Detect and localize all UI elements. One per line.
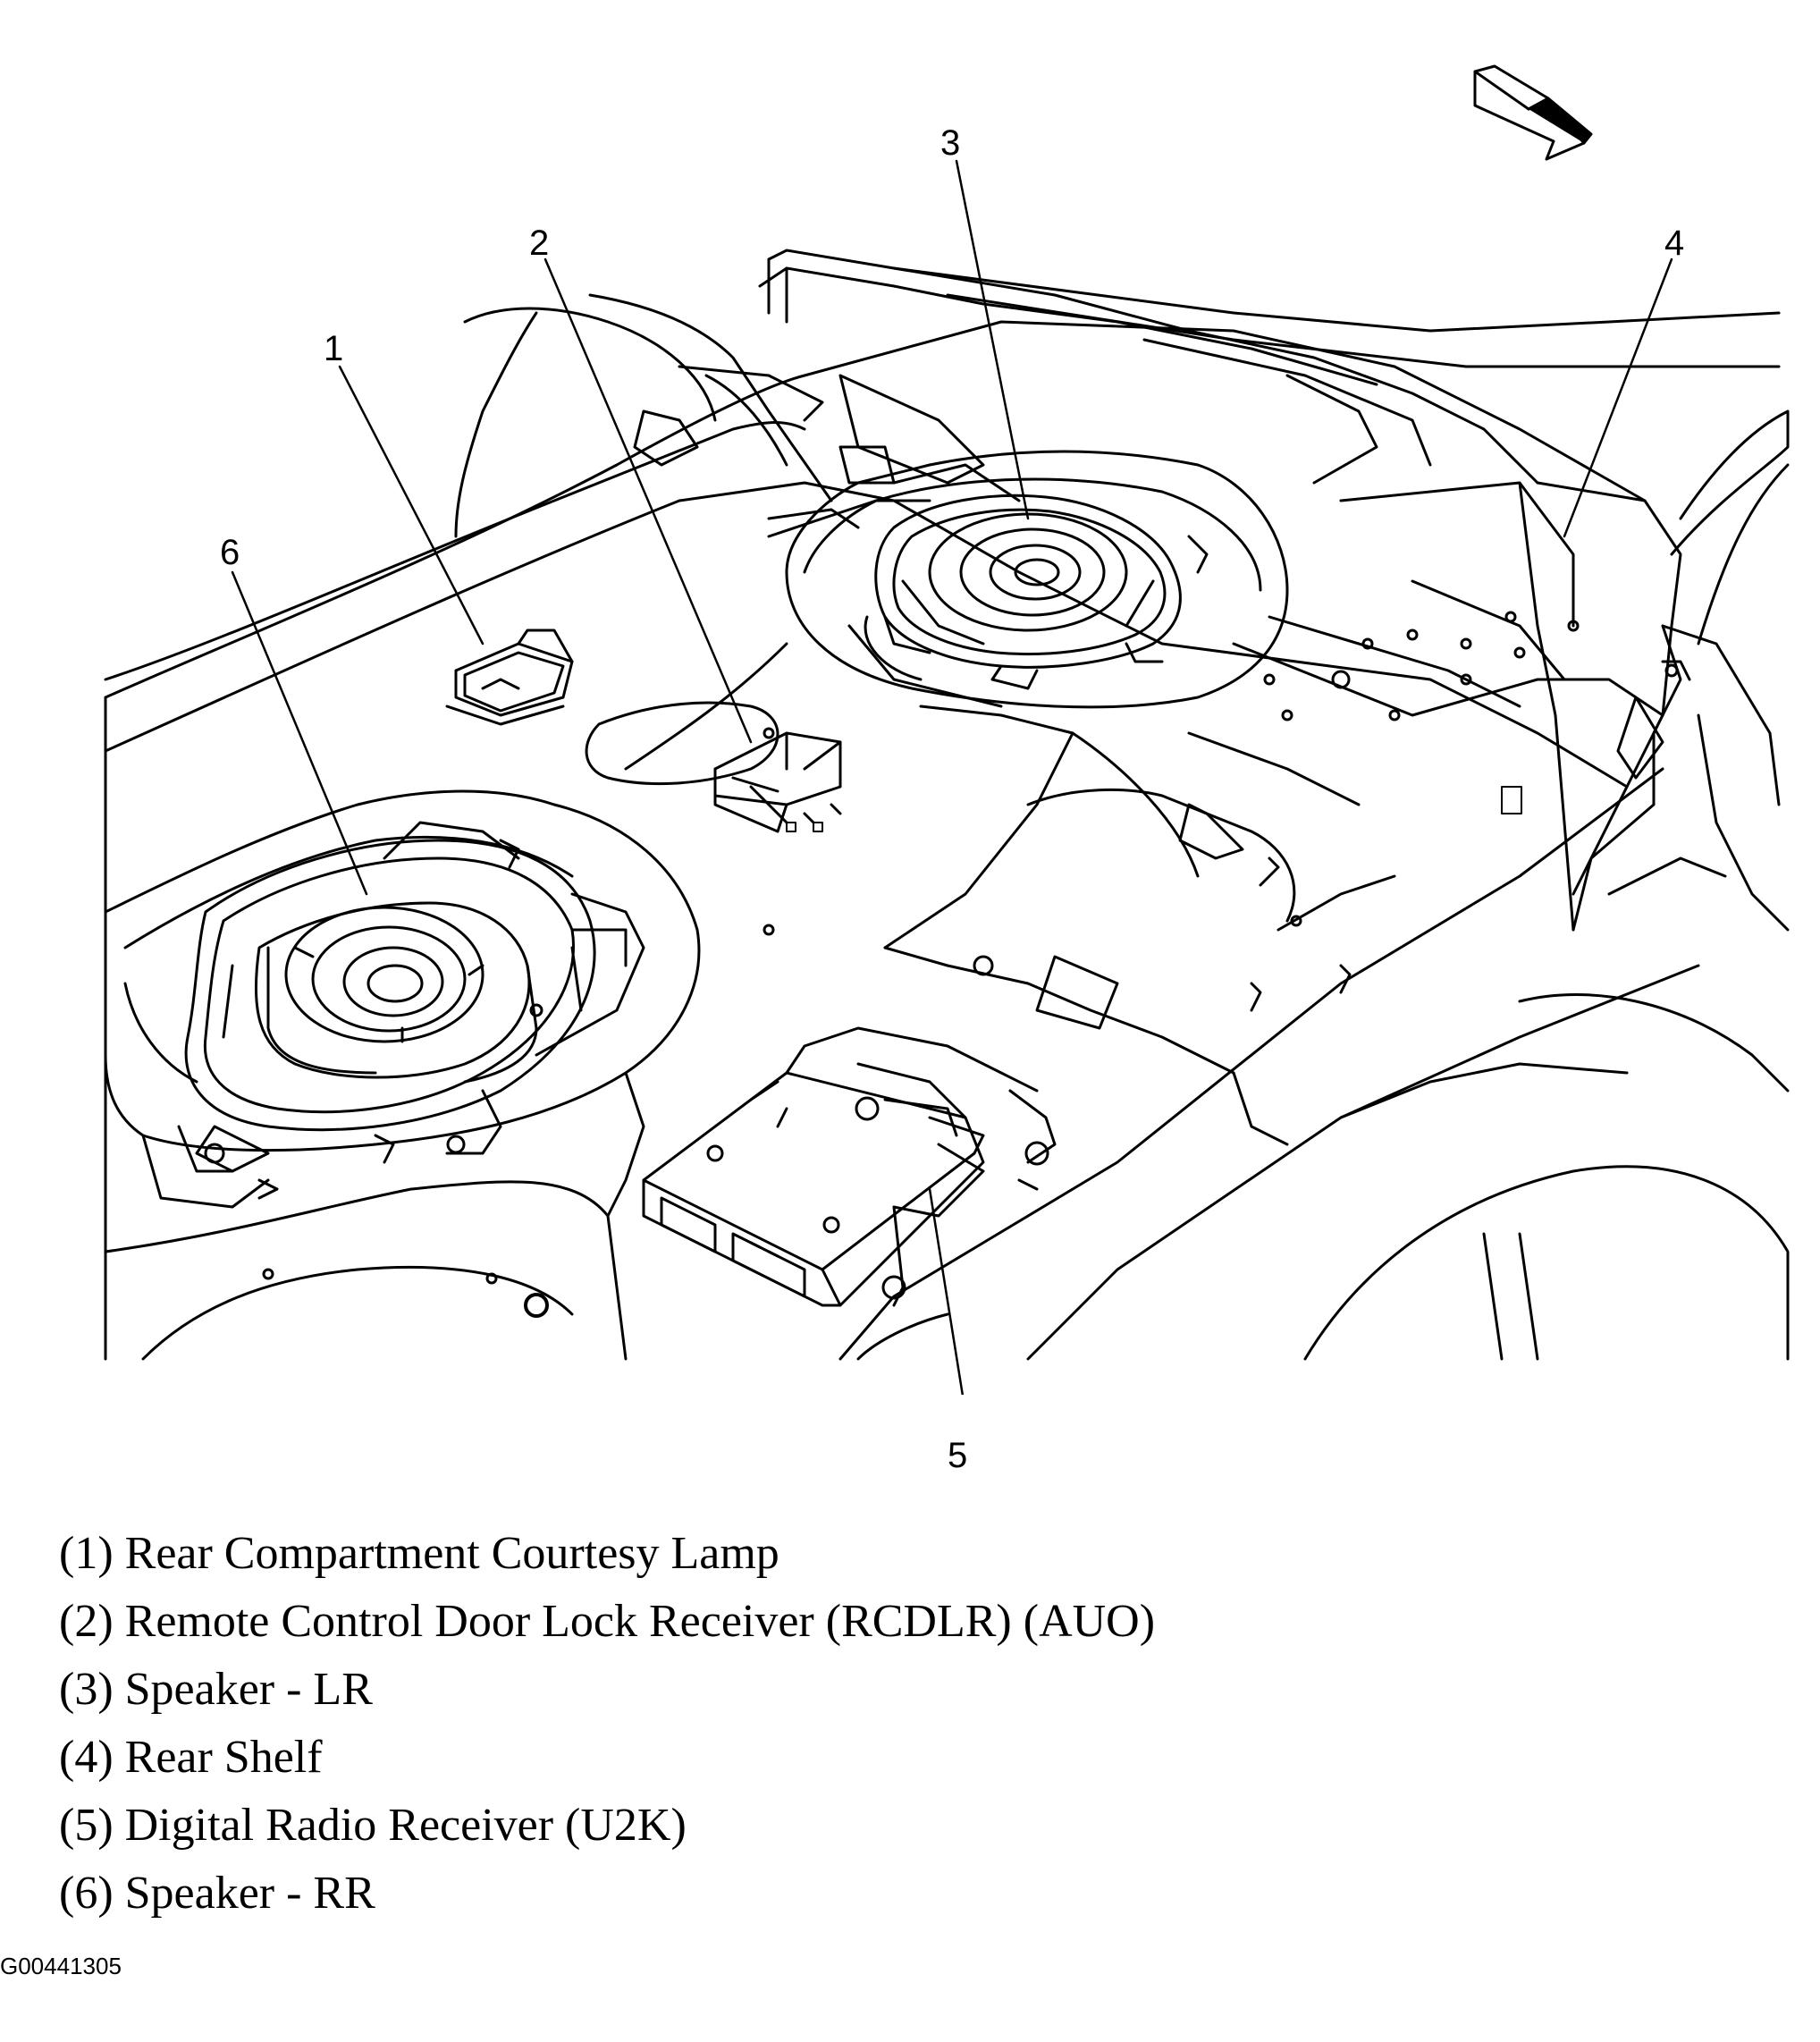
legend: (1) Rear Compartment Courtesy Lamp (2) R… [59,1520,1155,1928]
callout-3: 3 [940,123,961,163]
legend-item: (1) Rear Compartment Courtesy Lamp [59,1528,779,1579]
speaker-rr [177,821,628,1173]
callout-5: 5 [948,1436,968,1475]
leader-line-4 [1563,257,1673,538]
figure-id: G00441305 [0,1953,122,1979]
courtesy-lamp [445,629,574,726]
legend-item: (4) Rear Shelf [59,1732,323,1783]
legend-item: (5) Digital Radio Receiver (U2K) [59,1800,687,1851]
digital-radio-receiver [642,1026,1057,1307]
callout-6: 6 [220,533,240,572]
rear-shelf-diagram [104,64,1790,1395]
legend-item: (3) Speaker - LR [59,1664,373,1715]
rcdlr-module [585,701,842,833]
leader-line-6 [231,570,368,896]
leader-lines [231,159,1673,1395]
legend-item: (2) Remote Control Door Lock Receiver (R… [59,1596,1156,1647]
shelf-panel [104,421,1401,1146]
legend-item: (6) Speaker - RR [59,1868,375,1919]
leader-line-5 [928,1187,965,1395]
leader-line-1 [338,365,484,646]
upper-frame [454,249,1781,538]
rear-shelf-bracket [1232,409,1790,932]
callout-4: 4 [1664,224,1685,263]
leader-line-3 [955,159,1030,520]
rear-shelf-outline [104,320,1790,1361]
forward-arrow-icon [1473,64,1593,161]
callout-2: 2 [529,224,550,263]
leader-line-2 [543,257,753,744]
speaker-lr [847,494,1209,708]
callout-1: 1 [324,329,344,368]
